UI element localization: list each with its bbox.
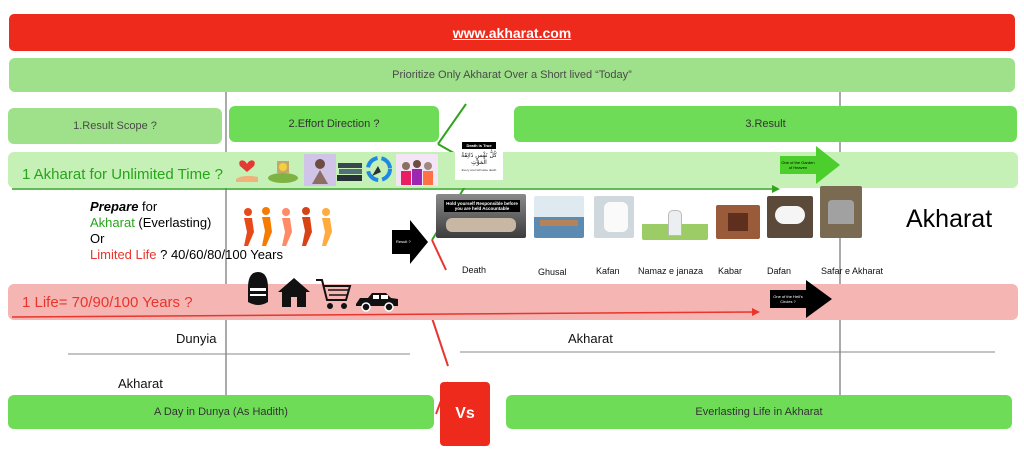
recycle-hands-icon	[364, 154, 394, 184]
stage-thumb-dafan	[767, 196, 813, 238]
death-card-arabic: كُلُّ نَفْسٍ ذَائِقَةُ الْمَوْتِ	[461, 152, 497, 166]
prioritize-text: Prioritize Only Akharat Over a Short liv…	[392, 69, 632, 81]
stage-label-safar-e-akharat: Safar e Akharat	[821, 266, 884, 276]
effort-direction-header: 2.Effort Direction ?	[229, 106, 439, 142]
akharat-left-label: Akharat	[118, 376, 163, 391]
stage-thumb-ghusal	[534, 196, 584, 238]
house-icon	[276, 276, 312, 308]
prioritize-bar: Prioritize Only Akharat Over a Short liv…	[9, 58, 1015, 92]
money-pile-icon	[266, 155, 300, 185]
green-diagonal-upper	[437, 103, 467, 145]
books-icon	[336, 160, 364, 184]
site-url-link[interactable]: www.akharat.com	[452, 24, 572, 41]
vs-label: Vs	[455, 405, 475, 422]
prepare-or: Or	[90, 231, 105, 246]
red-arrowhead	[752, 308, 760, 316]
hell-arrow-text: One of the Hell's Circles ?	[773, 294, 803, 304]
garden-arrow	[780, 146, 840, 184]
prepare-years: ? 40/60/80/100 Years	[156, 247, 283, 262]
akharat-right-label: Akharat	[568, 331, 613, 346]
heart-hand-icon	[232, 155, 262, 185]
prepare-akharat: Akharat	[90, 215, 135, 230]
stage-label-kafan: Kafan	[596, 266, 620, 276]
hell-arrow	[770, 280, 832, 318]
stage-thumb-namaz-e-janaza	[642, 204, 708, 240]
stage-label-ghusal: Ghusal	[538, 267, 567, 277]
stage-label-dafan: Dafan	[767, 266, 792, 276]
death-card-title: Death is True	[462, 142, 496, 149]
shopping-cart-icon	[314, 276, 352, 312]
car-icon	[354, 290, 400, 312]
everlasting-life-label: Everlasting Life in Akharat	[695, 406, 823, 418]
result-arrow	[392, 220, 428, 264]
dunyia-label: Dunyia	[176, 331, 217, 346]
site-banner: www.akharat.com	[9, 14, 1015, 51]
akharat-row-label: 1 Akharat for Unlimited Time ?	[22, 166, 223, 183]
prepare-limited-life: Limited Life	[90, 247, 157, 262]
prepare-for: for	[138, 199, 158, 214]
result-header: 3.Result	[514, 106, 1017, 142]
red-timeline-arrow	[11, 311, 753, 318]
result-label: 3.Result	[745, 118, 786, 130]
stage-thumb-kafan	[594, 196, 634, 238]
stage-label-kabar: Kabar	[718, 266, 743, 276]
death-is-true-card: Death is True كُلُّ نَفْسٍ ذَائِقَةُ الْ…	[455, 140, 503, 180]
day-in-dunya-box: A Day in Dunya (As Hadith)	[8, 395, 434, 429]
stage-thumb-kabar	[716, 205, 760, 239]
result-arrow-text: Result ?	[396, 239, 411, 244]
life-row-label: 1 Life= 70/90/100 Years ?	[22, 294, 193, 311]
green-arrowhead	[772, 185, 780, 193]
akharat-big-title: Akharat	[906, 205, 993, 233]
group-icon	[396, 154, 438, 186]
death-card-caption: Every soul will taste death	[461, 168, 497, 172]
result-scope-label: 1.Result Scope ?	[73, 120, 157, 132]
prepare-block: Prepare for Akharat (Everlasting) Or Lim…	[90, 199, 283, 263]
vs-box: Vs	[440, 382, 490, 446]
accountable-card-text: Hold yourself Responsible before you are…	[444, 200, 520, 212]
prayer-icon	[304, 154, 336, 186]
hero-runners-icon	[238, 206, 338, 250]
helmet-icon	[244, 268, 272, 310]
red-diagonal-b	[429, 311, 449, 367]
stage-label-death: Death	[462, 265, 487, 275]
prepare-word: Prepare	[90, 199, 139, 214]
day-in-dunya-label: A Day in Dunya (As Hadith)	[154, 406, 288, 418]
stage-thumb-safar-e-akharat	[820, 186, 862, 238]
effort-direction-label: 2.Effort Direction ?	[288, 118, 380, 130]
akharat-row	[8, 152, 1018, 188]
everlasting-life-box: Everlasting Life in Akharat	[506, 395, 1012, 429]
stage-thumb-death: Hold yourself Responsible before you are…	[436, 194, 526, 238]
stage-label-namaz-e-janaza: Namaz e janaza	[638, 266, 704, 276]
garden-arrow-text: One of the Garden of Heaven	[781, 160, 815, 170]
prepare-everlasting: (Everlasting)	[134, 215, 212, 230]
red-diagonal-a	[431, 239, 447, 271]
result-scope-header: 1.Result Scope ?	[8, 108, 222, 144]
